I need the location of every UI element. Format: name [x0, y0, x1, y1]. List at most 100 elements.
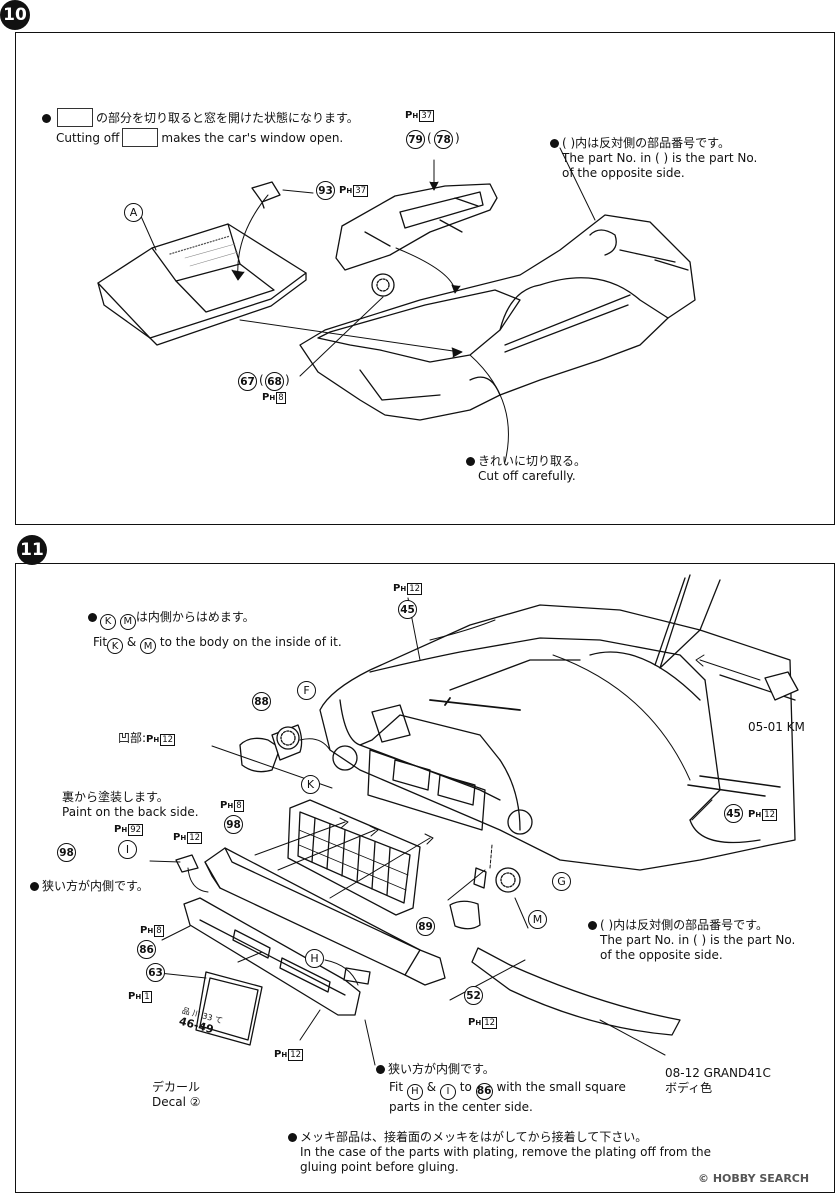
cut-area-swatch-2	[122, 128, 159, 147]
plating-note: メッキ部品は、接着面のメッキをはがしてから接着して下さい。 In the cas…	[288, 1130, 711, 1175]
plating-en-1: In the case of the parts with plating, r…	[300, 1145, 712, 1159]
part-86b-inline: 86	[475, 1083, 493, 1100]
step-10-panel	[15, 32, 835, 525]
car-body-shell	[299, 214, 696, 421]
part-88-label: 88	[252, 692, 271, 711]
ph-12-i-value: 12	[187, 832, 203, 844]
bullet-icon	[376, 1065, 385, 1074]
watermark-mark: ©	[698, 1172, 709, 1185]
opposite11-en-1: The part No. in ( ) is the part No.	[600, 933, 796, 947]
part-45a-label: 45	[398, 600, 417, 619]
part-79-label: 79	[406, 130, 425, 149]
km-note-en-mid: &	[126, 634, 137, 649]
part-68-label: 68	[265, 372, 284, 391]
ph-12-bottom-value: 12	[288, 1049, 304, 1061]
paint-back-en: Paint on the back side.	[62, 805, 199, 819]
ph-12-top-value: 12	[407, 583, 423, 595]
opposite-en-1: The part No. in ( ) is the part No.	[562, 151, 758, 165]
letter-a-label: A	[124, 203, 143, 222]
step-11-panel	[15, 563, 835, 1193]
step10-cut-note-jp: の部分を切り取ると窓を開けた状態になります。	[42, 108, 359, 127]
lower-valance-part	[183, 897, 361, 1016]
bullet-icon	[588, 921, 597, 930]
step-11-badge: 11	[17, 535, 47, 565]
part-98b-label: 98	[57, 843, 76, 862]
bullet-icon	[466, 457, 475, 466]
color-km-label: 05-01 KM	[748, 720, 805, 734]
letter-m-inline: M	[119, 613, 136, 630]
letter-i-inline: I	[439, 1083, 456, 1100]
paren-open-79: (	[427, 131, 432, 145]
decal-number: ②	[189, 1095, 201, 1109]
bullet-icon	[88, 613, 97, 622]
paint-back-note: 裏から塗装します。 Paint on the back side.	[62, 790, 199, 820]
part-78-label: 78	[434, 130, 453, 149]
paren-close-68: )	[285, 373, 290, 387]
watermark-text: HOBBY SEARCH	[712, 1172, 810, 1185]
decal-jp: デカール	[152, 1080, 201, 1094]
paren-close-78: )	[455, 131, 460, 145]
step-10-number: 10	[3, 5, 27, 25]
step11-opposite-note: ( )内は反対側の部品番号です。 The part No. in ( ) is …	[588, 918, 795, 963]
part-93-shape	[251, 181, 281, 209]
fit-hi-note: 狭い方が内側です。 Fit H & I to 86 with the small…	[376, 1062, 626, 1115]
decal-label: デカール Decal ②	[152, 1080, 201, 1110]
letter-f-label: F	[297, 681, 316, 700]
car-front-body	[319, 574, 796, 871]
color-grand: 08-12 GRAND41C	[665, 1066, 771, 1080]
part-52-label: 52	[464, 986, 483, 1005]
paren-open-67: (	[259, 373, 264, 387]
ph-12-52-value: 12	[482, 1017, 498, 1029]
ph-8-86-value: 8	[154, 925, 164, 937]
letter-g-label: G	[552, 872, 571, 891]
letter-k-label: K	[301, 775, 320, 794]
bullet-icon	[550, 139, 559, 148]
letter-m-label: M	[528, 910, 547, 929]
part-98a-label: 98	[224, 815, 243, 834]
ph-37-top-value: 37	[419, 110, 435, 122]
grille-part	[287, 799, 421, 916]
ph-8-step10-value: 8	[276, 392, 286, 404]
letter-i-label: I	[118, 840, 137, 859]
letter-m-inline-2: M	[140, 638, 157, 654]
opposite11-jp: ( )内は反対側の部品番号です。	[600, 918, 768, 932]
front-bumper-part	[204, 847, 446, 986]
ph-12-recess-value: 12	[160, 734, 176, 746]
km-note-en-pre: Fit	[93, 634, 108, 649]
letter-k-inline: K	[100, 613, 116, 630]
fit-hi-en-pre: Fit	[389, 1080, 404, 1094]
fit-hi-en-2: parts in the center side.	[389, 1100, 533, 1114]
ph-8-grille-value: 8	[234, 800, 244, 812]
fit-hi-en-mid: &	[426, 1080, 437, 1094]
cut-careful-jp: きれいに切り取る。	[478, 454, 587, 468]
ph-12-45-value: 12	[762, 809, 778, 821]
letter-k-inline-2: K	[107, 638, 124, 654]
part-67-label: 67	[238, 372, 257, 391]
plating-en-2: gluing point before gluing.	[300, 1160, 459, 1174]
plating-jp: メッキ部品は、接着面のメッキをはがしてから接着して下さい。	[300, 1130, 648, 1144]
ph-1-value: 1	[142, 991, 152, 1003]
step10-cut-careful-note: きれいに切り取る。 Cut off carefully.	[466, 454, 586, 484]
part-45b-label: 45	[724, 804, 743, 823]
part-86a-label: 86	[137, 940, 156, 959]
opposite-en-2: of the opposite side.	[562, 166, 685, 180]
bullet-icon	[42, 114, 51, 123]
ph-37-part93-value: 37	[353, 185, 369, 197]
opposite11-en-2: of the opposite side.	[600, 948, 723, 962]
narrow-inside2-jp: 狭い方が内側です。	[388, 1062, 495, 1076]
bullet-icon	[30, 882, 39, 891]
fit-hi-en-post: with the small square	[496, 1080, 626, 1094]
opposite-jp: ( )内は反対側の部品番号です。	[562, 136, 730, 150]
